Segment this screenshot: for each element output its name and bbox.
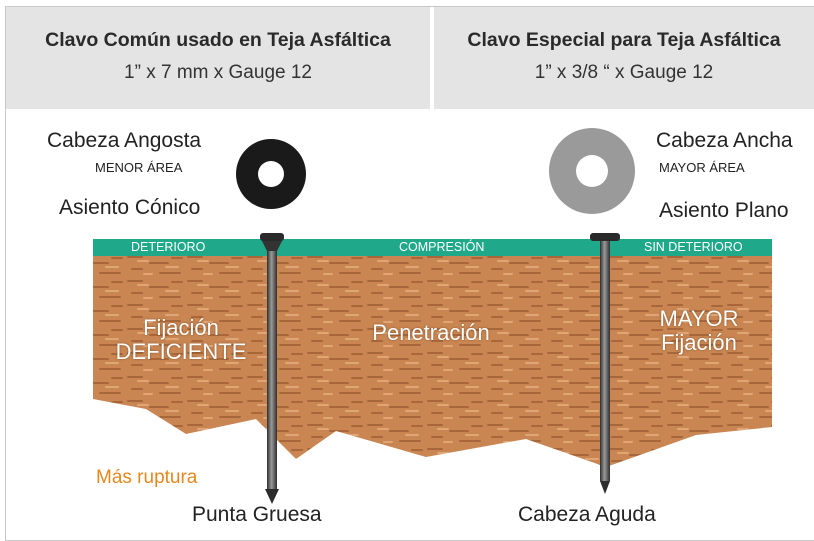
wood-left-line1: Fijación [143,315,219,340]
right-head-label: Cabeza Ancha [656,129,793,152]
wood-left-line2: DEFICIENTE [115,339,247,364]
left-tip-label: Punta Gruesa [192,503,322,526]
band-left-label: DETERIORO [131,240,206,254]
header: Clavo Común usado en Teja Asfáltica 1” x… [6,7,814,109]
wood-left-text: Fijación DEFICIENTE [112,316,250,364]
header-right: Clavo Especial para Teja Asfáltica 1” x … [434,7,814,109]
right-seat-label: Asiento Plano [659,199,789,222]
right-nail [590,233,620,494]
wood-right-line1: MAYOR [659,306,739,331]
band-center-label: COMPRESIÓN [399,240,485,254]
header-left: Clavo Común usado en Teja Asfáltica 1” x… [6,7,430,109]
header-right-title: Clavo Especial para Teja Asfáltica [467,29,781,51]
left-head-note: MENOR ÁREA [95,160,183,175]
wood-right-line2: Fijación [661,330,737,355]
left-nail [260,233,284,504]
right-head-note: MAYOR ÁREA [659,160,745,175]
header-right-subtitle: 1” x 3/8 “ x Gauge 12 [534,62,714,83]
wood-right-text: MAYOR Fijación [644,307,754,355]
nail-comparison-illustration [93,128,772,504]
diagram-frame: Clavo Común usado en Teja Asfáltica 1” x… [5,6,814,541]
right-tip-label: Cabeza Aguda [518,503,656,526]
header-left-subtitle: 1” x 7 mm x Gauge 12 [124,62,312,83]
left-head-label: Cabeza Angosta [47,129,202,152]
rupture-label: Más ruptura [96,467,198,488]
band-right-label: SIN DETERIORO [644,240,743,254]
left-seat-label: Asiento Cónico [59,196,201,219]
header-left-title: Clavo Común usado en Teja Asfáltica [45,29,391,51]
wood-center-text: Penetración [372,320,490,345]
